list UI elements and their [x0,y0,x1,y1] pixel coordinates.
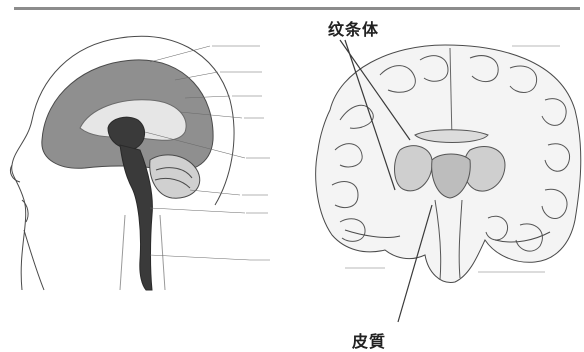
sagittal-head-illustration [10,36,270,290]
striatum-label: 纹条体 [328,16,379,40]
lip-outline [22,200,28,222]
coronal-brain-section [316,40,581,322]
chin-outline [24,230,44,290]
cortex-label: 皮質 [352,328,386,352]
spine-outline [160,215,165,290]
spine-outline [120,215,125,290]
